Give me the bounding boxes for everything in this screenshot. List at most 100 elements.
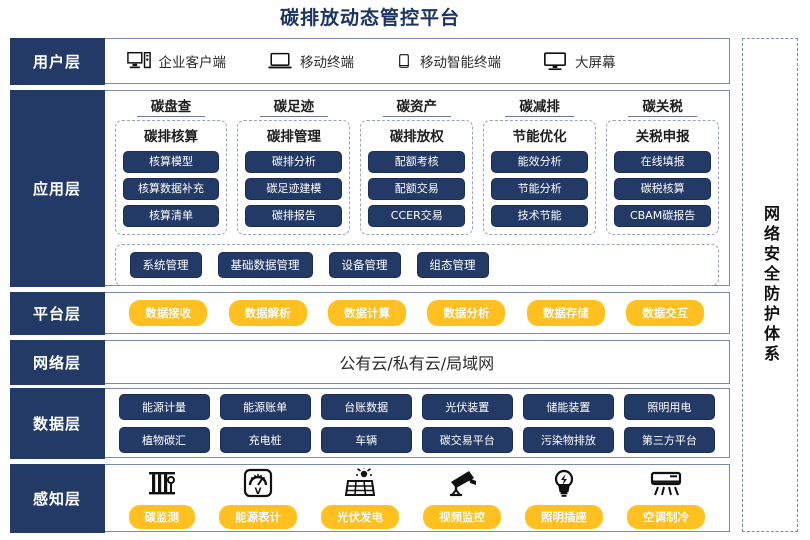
platform-capability-list: 数据接收 数据解析 数据计算 数据分析 数据存储 数据交互 [105, 300, 730, 326]
data-source-button[interactable]: 能源计量 [118, 393, 210, 420]
app-column-box: 关税申报 在线填报 碳税核算 CBAM碳报告 [606, 120, 720, 236]
app-feature-button[interactable]: 碳足迹建模 [245, 178, 343, 201]
layer-perception-label: 感知层 [9, 463, 105, 533]
user-terminal-smart-mobile[interactable]: 移动智能终端 [396, 50, 501, 72]
cctv-camera-icon [445, 468, 479, 498]
layer-network-body: 公有云/私有云/局域网 [105, 341, 730, 383]
layer-data-body: 能源计量 能源账单 台账数据 光伏装置 储能装置 照明用电 植物碳汇 充电桩 车… [105, 389, 730, 457]
app-feature-button[interactable]: 碳税核算 [614, 178, 712, 201]
app-feature-button[interactable]: 核算清单 [122, 205, 220, 228]
monitor-icon [543, 50, 567, 72]
app-feature-button[interactable]: 核算数据补充 [122, 178, 220, 201]
perception-device-label[interactable]: 视频监控 [423, 504, 501, 529]
layer-application-label: 应用层 [9, 89, 105, 287]
perception-device-energy-meter[interactable]: V 能源表计 [219, 468, 297, 529]
perception-device-label[interactable]: 空调制冷 [627, 504, 705, 529]
user-terminal-large-screen[interactable]: 大屏幕 [543, 50, 616, 72]
energy-meter-icon: V [241, 468, 275, 498]
layer-application-body: 碳盘查 碳排核算 核算模型 核算数据补充 核算清单 碳足迹 碳排管理 碳排分析 … [105, 91, 730, 287]
platform-capability-button[interactable]: 数据存储 [526, 300, 605, 326]
layer-user-label: 用户层 [9, 37, 105, 85]
application-management-group: 系统管理 基础数据管理 设备管理 组态管理 [114, 244, 719, 287]
layer-perception: 感知层 碳监测 [9, 463, 730, 533]
app-column-subtitle: 节能优化 [512, 129, 567, 145]
app-column-subtitle: 碳排管理 [266, 129, 321, 145]
perception-device-label[interactable]: 能源表计 [219, 504, 297, 529]
application-column-group: 碳盘查 碳排核算 核算模型 核算数据补充 核算清单 碳足迹 碳排管理 碳排分析 … [114, 95, 720, 236]
laptop-icon [268, 50, 292, 72]
perception-device-lighting-socket[interactable]: 照明插座 [525, 468, 603, 529]
layer-data-label: 数据层 [9, 387, 105, 459]
app-column-carbon-tariff: 碳关税 关税申报 在线填报 碳税核算 CBAM碳报告 [606, 95, 720, 236]
perception-device-photovoltaic[interactable]: 光伏发电 [321, 467, 399, 529]
app-column-carbon-footprint: 碳足迹 碳排管理 碳排分析 碳足迹建模 碳排报告 [237, 95, 351, 236]
management-button-device[interactable]: 设备管理 [328, 252, 401, 279]
data-source-button[interactable]: 台账数据 [320, 393, 412, 420]
app-column-subtitle: 碳排放权 [389, 129, 444, 145]
data-source-button[interactable]: 车辆 [320, 426, 412, 453]
platform-capability-button[interactable]: 数据计算 [328, 300, 407, 326]
management-button-basic-data[interactable]: 基础数据管理 [217, 252, 313, 279]
app-feature-button[interactable]: 技术节能 [491, 205, 589, 228]
app-column-box: 碳排核算 核算模型 核算数据补充 核算清单 [114, 120, 228, 236]
data-source-grid: 能源计量 能源账单 台账数据 光伏装置 储能装置 照明用电 植物碳汇 充电桩 车… [105, 393, 730, 453]
app-feature-button[interactable]: 节能分析 [491, 178, 589, 201]
platform-capability-button[interactable]: 数据交互 [626, 300, 705, 326]
platform-capability-button[interactable]: 数据分析 [427, 300, 506, 326]
platform-capability-button[interactable]: 数据接收 [129, 300, 208, 326]
network-description: 公有云/私有云/局域网 [339, 354, 495, 373]
app-column-title: 碳关税 [628, 95, 697, 117]
svg-text:V: V [255, 487, 262, 497]
layer-user: 用户层 企业客户端 [9, 37, 730, 85]
perception-device-label[interactable]: 照明插座 [525, 504, 603, 529]
app-column-carbon-reduction: 碳减排 节能优化 能效分析 节能分析 技术节能 [483, 95, 597, 236]
layer-platform-body: 数据接收 数据解析 数据计算 数据分析 数据存储 数据交互 [105, 293, 730, 333]
user-terminal-label: 企业客户端 [158, 55, 227, 71]
user-terminal-enterprise-client[interactable]: 企业客户端 [126, 50, 227, 72]
user-terminal-mobile[interactable]: 移动终端 [268, 50, 354, 72]
app-feature-button[interactable]: 在线填报 [614, 151, 712, 174]
app-feature-button[interactable]: 碳排报告 [245, 205, 343, 228]
app-column-title: 碳资产 [382, 95, 452, 117]
user-terminal-label: 移动终端 [300, 55, 354, 71]
app-feature-button[interactable]: CBAM碳报告 [614, 205, 712, 228]
app-column-carbon-asset: 碳资产 碳排放权 配额考核 配额交易 CCER交易 [360, 95, 474, 236]
perception-device-air-conditioning[interactable]: 空调制冷 [627, 468, 705, 529]
management-button-configuration[interactable]: 组态管理 [416, 252, 489, 279]
app-column-subtitle: 碳排核算 [143, 129, 198, 145]
data-source-button[interactable]: 第三方平台 [623, 426, 715, 453]
app-feature-button[interactable]: 碳排分析 [245, 151, 343, 174]
app-column-box: 碳排放权 配额考核 配额交易 CCER交易 [360, 120, 474, 236]
layer-platform: 平台层 数据接收 数据解析 数据计算 数据分析 数据存储 数据交互 [9, 291, 730, 335]
app-feature-button[interactable]: 配额考核 [368, 151, 466, 174]
data-source-button[interactable]: 污染物排放 [522, 426, 614, 453]
app-feature-button[interactable]: 能效分析 [491, 151, 589, 174]
data-source-button[interactable]: 充电桩 [219, 426, 311, 453]
app-feature-button[interactable]: 配额交易 [368, 178, 466, 201]
perception-device-list: 碳监测 V 能源表计 [105, 467, 730, 529]
carbon-sensor-icon [145, 468, 179, 498]
perception-device-label[interactable]: 光伏发电 [321, 504, 399, 529]
app-column-box: 节能优化 能效分析 节能分析 技术节能 [483, 120, 597, 236]
data-source-button[interactable]: 储能装置 [522, 393, 614, 420]
desktop-tower-icon [126, 50, 151, 72]
data-source-button[interactable]: 能源账单 [219, 393, 311, 420]
perception-device-label[interactable]: 碳监测 [128, 504, 195, 529]
data-source-button[interactable]: 光伏装置 [421, 393, 513, 420]
data-source-row: 植物碳汇 充电桩 车辆 碳交易平台 污染物排放 第三方平台 [118, 426, 716, 453]
user-terminal-label: 大屏幕 [575, 55, 616, 71]
app-feature-button[interactable]: CCER交易 [368, 205, 466, 228]
perception-device-carbon-monitor[interactable]: 碳监测 [128, 468, 195, 529]
platform-capability-button[interactable]: 数据解析 [228, 300, 307, 326]
app-column-title: 碳减排 [505, 95, 574, 117]
data-source-button[interactable]: 碳交易平台 [421, 426, 513, 453]
management-button-system[interactable]: 系统管理 [129, 252, 202, 279]
perception-device-video-surveillance[interactable]: 视频监控 [423, 468, 501, 529]
user-terminal-label: 移动智能终端 [420, 55, 501, 71]
app-column-box: 碳排管理 碳排分析 碳足迹建模 碳排报告 [237, 120, 351, 236]
air-conditioner-icon [649, 468, 683, 498]
data-source-button[interactable]: 照明用电 [623, 393, 715, 420]
data-source-button[interactable]: 植物碳汇 [118, 426, 210, 453]
app-feature-button[interactable]: 核算模型 [122, 151, 220, 174]
